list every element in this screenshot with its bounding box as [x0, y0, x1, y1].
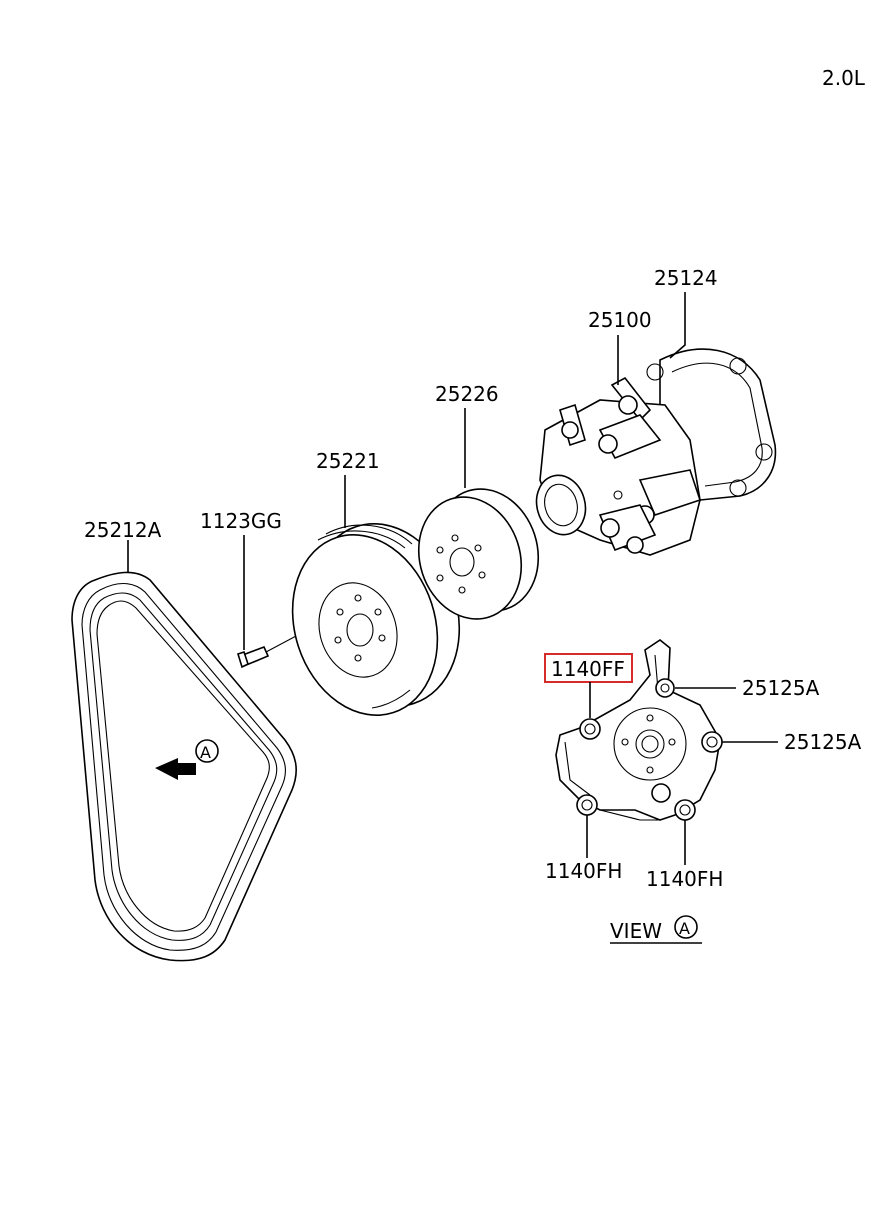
- water-pump-body: [535, 376, 702, 556]
- bolt: [237, 645, 270, 669]
- label-1140FF: 1140FF: [551, 657, 625, 681]
- label-1140FH-right: 1140FH: [646, 867, 723, 891]
- label-25221: 25221: [316, 449, 380, 473]
- water-pump-pulley: [417, 488, 540, 620]
- view-a-pump-back: [555, 639, 723, 821]
- label-1140FH-left: 1140FH: [545, 859, 622, 883]
- leader-25124: [669, 292, 686, 359]
- label-25125A-mid: 25125A: [784, 730, 862, 754]
- label-25226: 25226: [435, 382, 499, 406]
- label-25212A: 25212A: [84, 518, 162, 542]
- label-25100: 25100: [588, 308, 652, 332]
- label-25124: 25124: [654, 266, 718, 290]
- view-arrow: A: [155, 739, 219, 780]
- label-1123GG: 1123GG: [200, 509, 282, 533]
- drive-belt: [71, 571, 297, 962]
- engine-label: 2.0L: [822, 66, 866, 90]
- view-a-caption: VIEW A: [610, 915, 702, 944]
- arrow-marker-text: A: [200, 743, 211, 762]
- highlight-box-1140FF: [544, 653, 633, 683]
- view-caption-text: VIEW: [610, 919, 662, 943]
- view-caption-marker: A: [679, 919, 690, 938]
- label-25125A-top: 25125A: [742, 676, 820, 700]
